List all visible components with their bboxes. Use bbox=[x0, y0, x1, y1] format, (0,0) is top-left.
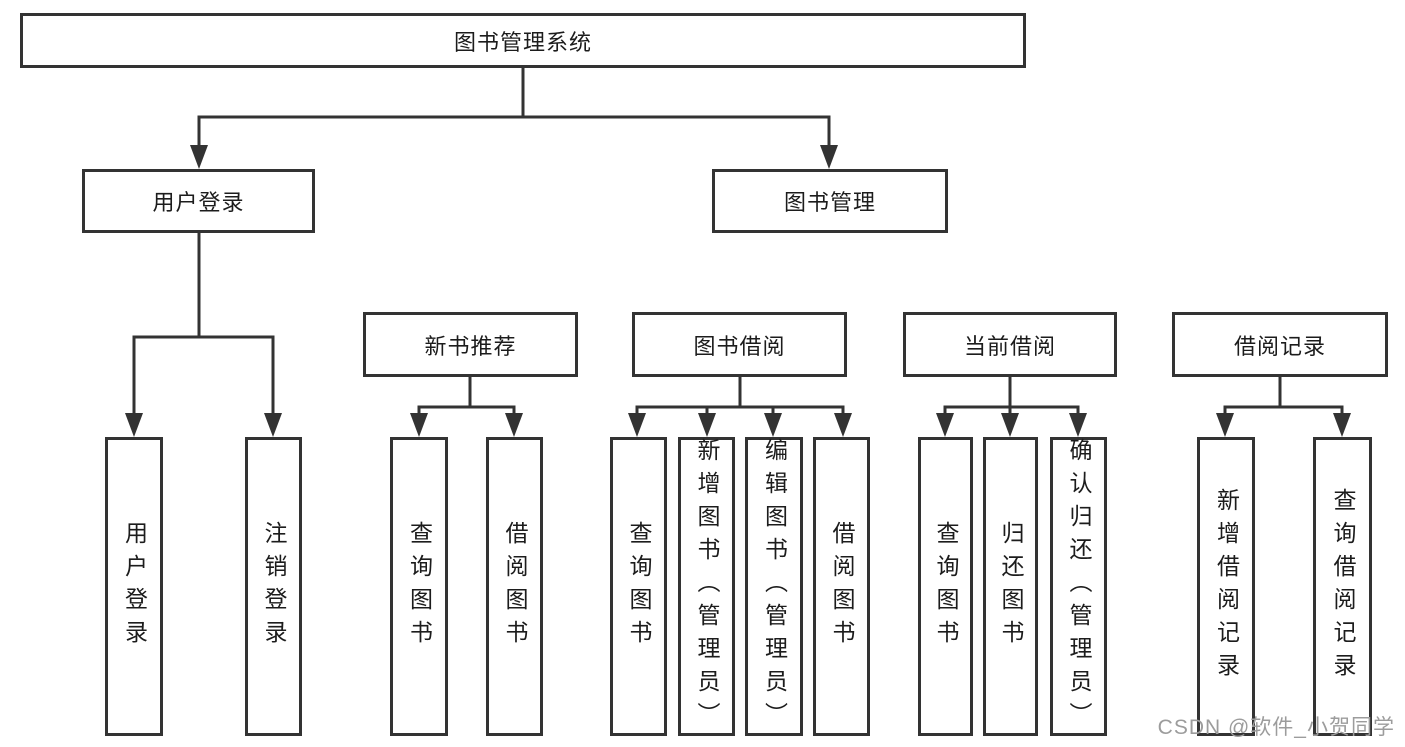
leaf-label: 查询图书 bbox=[933, 520, 959, 653]
node-book-borrowing: 图书借阅 bbox=[632, 312, 847, 377]
node-leaf-query-books-1: 查询图书 bbox=[390, 437, 448, 736]
csdn-watermark: CSDN @软件_小贺同学 bbox=[1157, 716, 1395, 739]
node-leaf-return-books: 归还图书 bbox=[983, 437, 1038, 736]
node-leaf-confirm-return-admin: 确认归还（管理员） bbox=[1050, 437, 1107, 736]
leaf-label: 新增借阅记录 bbox=[1213, 487, 1240, 686]
leaf-label: 借阅图书 bbox=[502, 520, 528, 653]
leaf-label: 借阅图书 bbox=[829, 520, 855, 653]
connector-current-borrow-children bbox=[943, 377, 1080, 415]
leaf-label: 查询图书 bbox=[406, 520, 433, 653]
leaf-label: 编辑图书（管理员） bbox=[761, 438, 788, 735]
leaf-label: 新增图书（管理员） bbox=[694, 438, 720, 735]
arrowheads bbox=[125, 145, 1351, 437]
node-leaf-query-books-3: 查询图书 bbox=[918, 437, 973, 736]
leaf-label: 查询图书 bbox=[626, 520, 652, 653]
connector-root-children bbox=[197, 68, 831, 147]
leaf-label: 用户登录 bbox=[121, 520, 148, 653]
node-leaf-add-books-admin: 新增图书（管理员） bbox=[678, 437, 735, 736]
leaf-label: 归还图书 bbox=[998, 520, 1024, 653]
node-library-management-system: 图书管理系统 bbox=[20, 13, 1026, 68]
node-leaf-borrow-books-2: 借阅图书 bbox=[813, 437, 870, 736]
node-user-login: 用户登录 bbox=[82, 169, 315, 233]
connector-user-login-children bbox=[132, 233, 275, 415]
node-current-borrowing: 当前借阅 bbox=[903, 312, 1117, 377]
node-book-management: 图书管理 bbox=[712, 169, 948, 233]
node-leaf-query-books-2: 查询图书 bbox=[610, 437, 667, 736]
node-leaf-edit-books-admin: 编辑图书（管理员） bbox=[745, 437, 803, 736]
connector-new-book-rec-children bbox=[417, 377, 516, 415]
node-leaf-query-borrow-record: 查询借阅记录 bbox=[1313, 437, 1372, 736]
node-leaf-user-login: 用户登录 bbox=[105, 437, 163, 736]
node-new-book-recommendation: 新书推荐 bbox=[363, 312, 578, 377]
leaf-label: 确认归还（管理员） bbox=[1066, 438, 1092, 735]
connector-borrow-records-children bbox=[1223, 377, 1344, 415]
node-leaf-add-borrow-record: 新增借阅记录 bbox=[1197, 437, 1255, 736]
node-borrowing-records: 借阅记录 bbox=[1172, 312, 1388, 377]
leaf-label: 查询借阅记录 bbox=[1330, 487, 1356, 686]
node-leaf-borrow-books-1: 借阅图书 bbox=[486, 437, 543, 736]
leaf-label: 注销登录 bbox=[261, 520, 287, 653]
connector-book-borrow-children bbox=[635, 377, 845, 415]
node-leaf-logout: 注销登录 bbox=[245, 437, 302, 736]
